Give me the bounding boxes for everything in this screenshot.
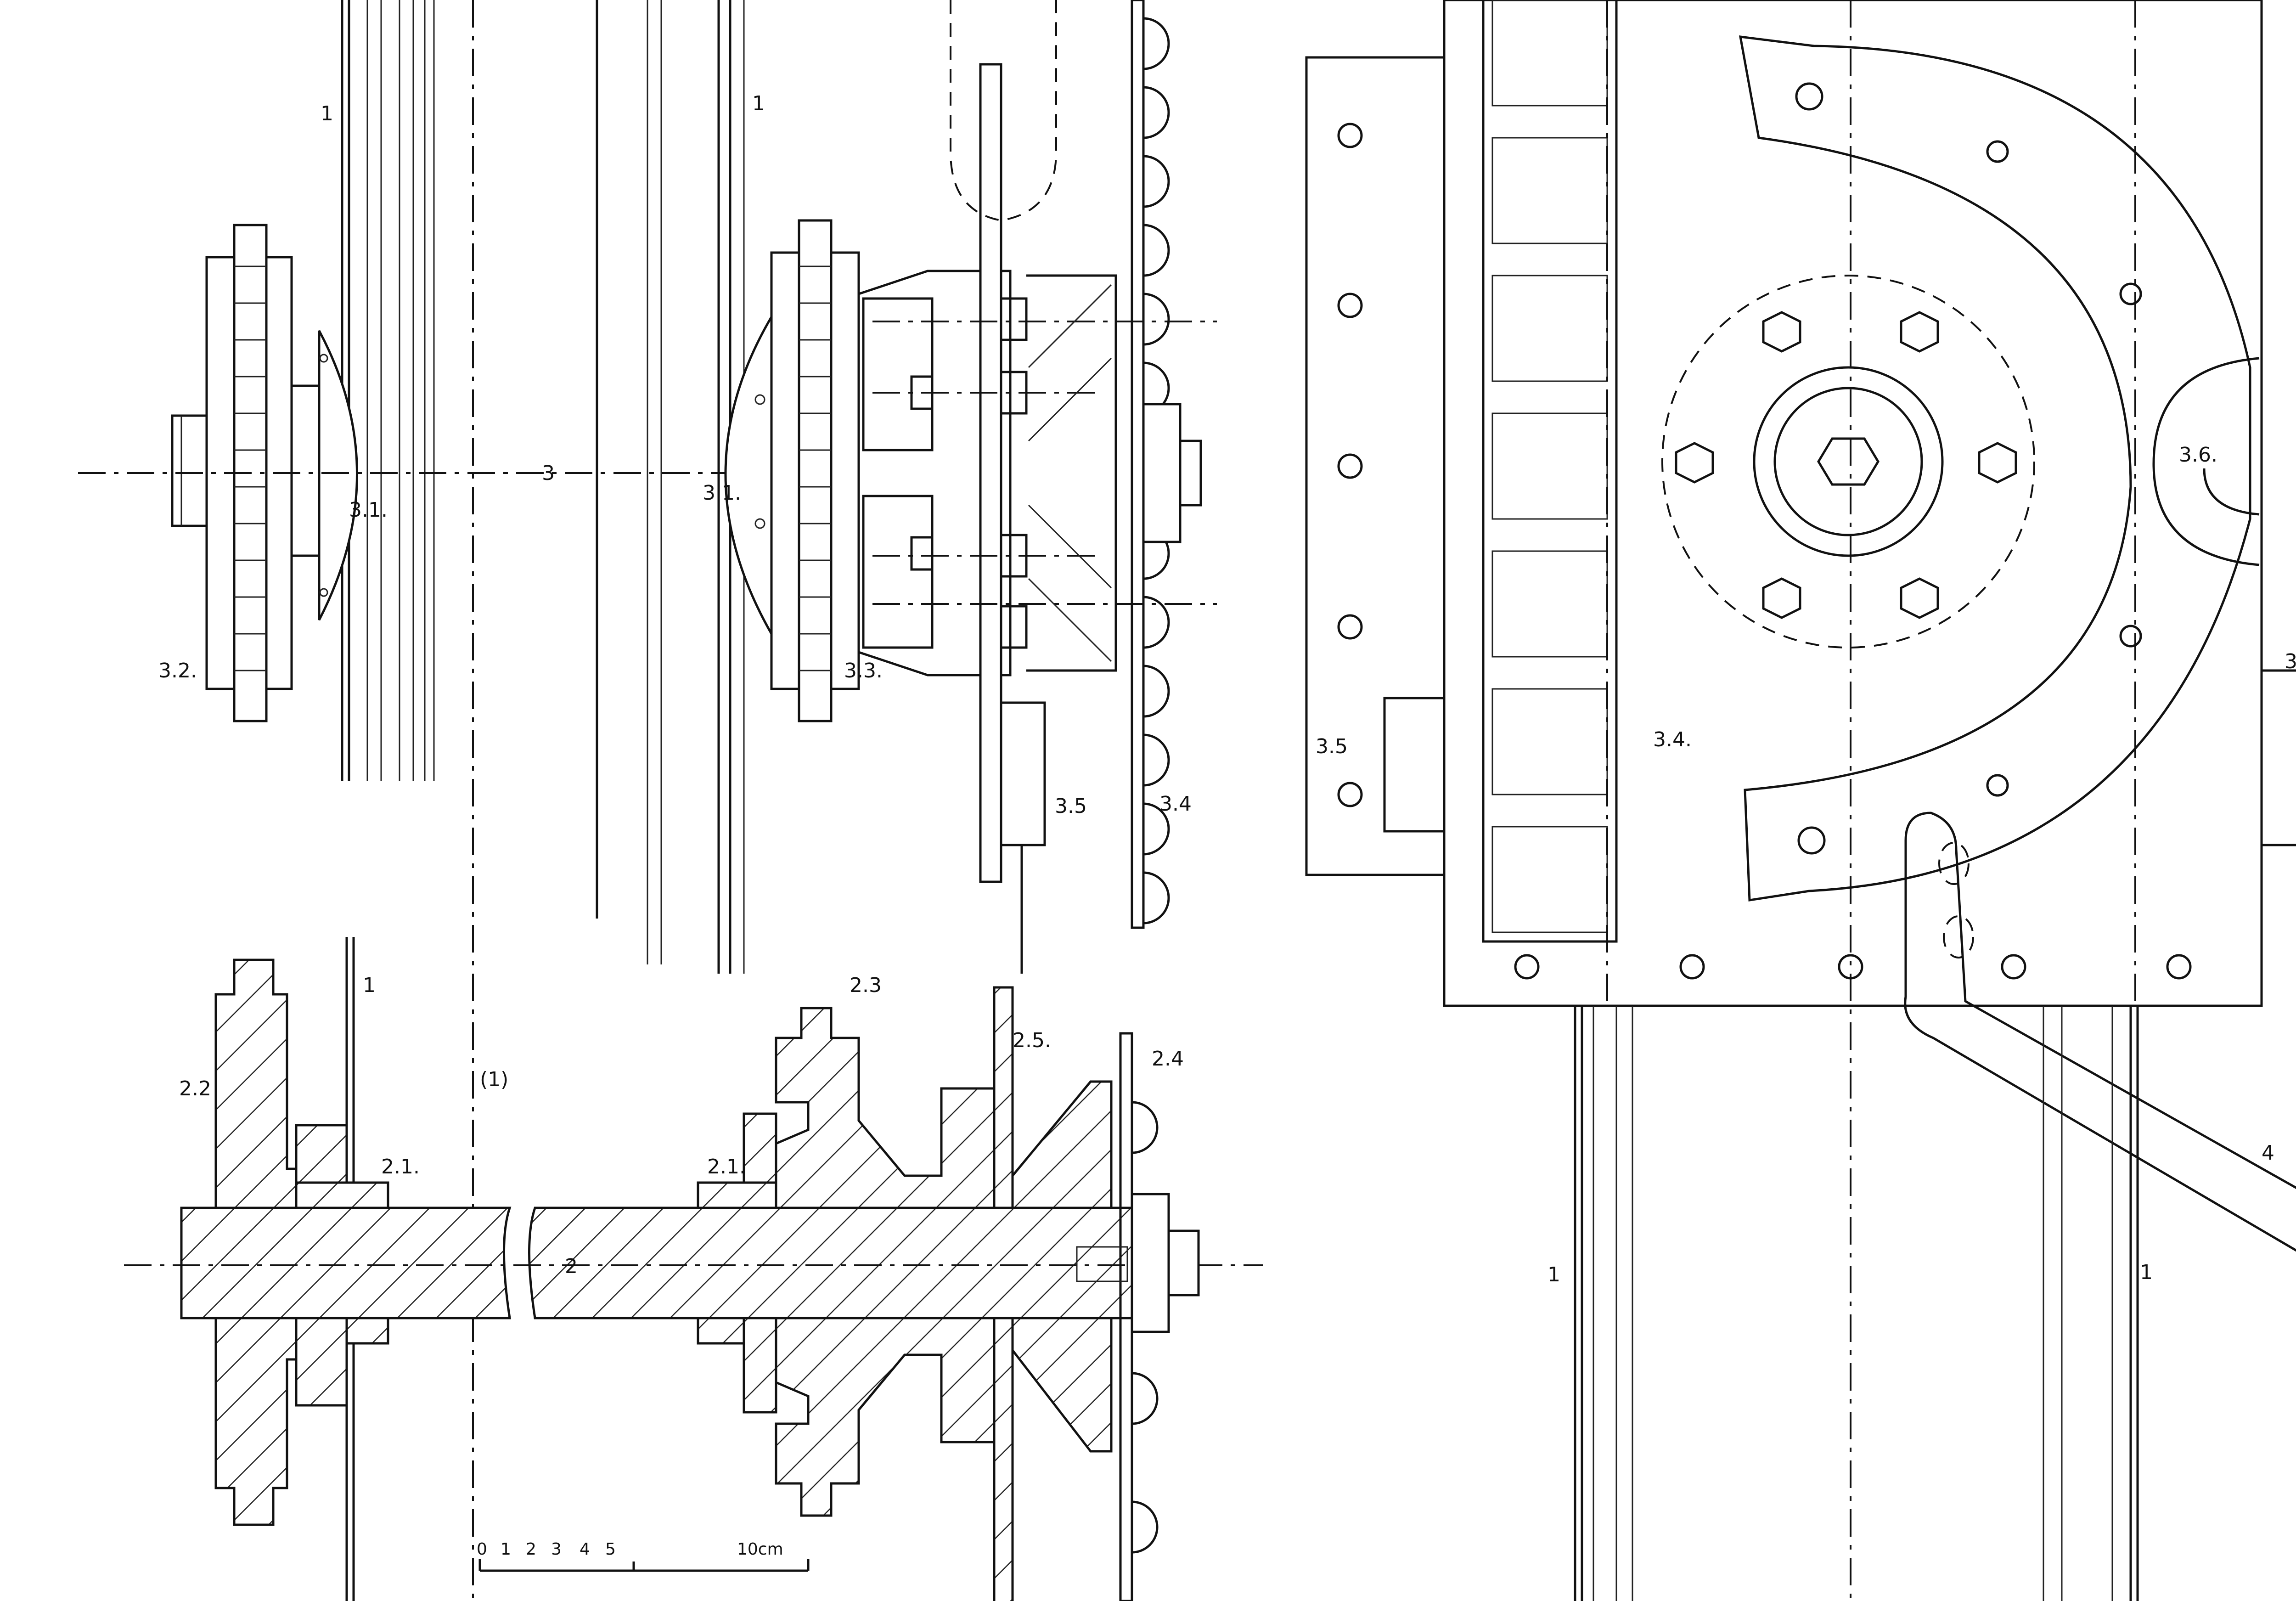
label-part-4: 4 [2262, 1141, 2274, 1165]
label-part-3-1-right: 3.1. [703, 481, 741, 505]
scale-tick-5: 5 [605, 1540, 616, 1559]
label-frame-bottom-left: 1 [363, 974, 376, 997]
scale-bar: 0 1 2 3 4 5 10cm [477, 1540, 783, 1559]
label-shaft-3: 3 [542, 462, 555, 485]
label-part-3-1-left: 3.1. [349, 498, 388, 522]
scale-tick-4: 4 [580, 1540, 590, 1559]
label-part-3-5-mid: 3.5 [1055, 795, 1087, 818]
scale-end-label: 10cm [737, 1540, 783, 1559]
label-frame-bottom-right: 1 [2140, 1261, 2153, 1284]
label-part-3-2: 3.2. [158, 659, 197, 682]
upper-middle-assembly [596, 0, 1217, 974]
label-part-2-5: 2.5. [1013, 1029, 1051, 1052]
label-part-3-6: 3.6. [2179, 443, 2217, 467]
scale-tick-2: 2 [526, 1540, 536, 1559]
label-part-3-4-plan: 3.4. [1653, 728, 1692, 751]
label-frame-top-left: 1 [321, 102, 333, 125]
label-part-2-3: 2.3 [850, 974, 882, 997]
scale-tick-0: 0 [477, 1540, 487, 1559]
label-part-2-4: 2.4 [1152, 1047, 1184, 1071]
label-part-3-4-mid: 3.4 [1159, 792, 1192, 816]
scale-tick-1: 1 [501, 1540, 511, 1559]
label-frame-top-mid: 1 [752, 92, 765, 115]
scale-tick-3: 3 [551, 1540, 562, 1559]
label-view-marker: (1) [480, 1068, 508, 1091]
label-shaft-2: 2 [565, 1255, 578, 1278]
label-frame-bottom-mid: 1 [1548, 1263, 1560, 1286]
label-part-2-1-left: 2.1. [381, 1155, 420, 1178]
upper-left-gear-view [171, 0, 435, 781]
label-part-2-1-right: 2.1. [707, 1155, 746, 1178]
label-part-3-3: 3.3. [844, 659, 883, 682]
label-part-3-5-plan-left: 3.5 [1316, 735, 1348, 758]
label-part-2-2: 2.2 [179, 1077, 211, 1100]
label-part-3-5-plan-right: 3.5. [2285, 650, 2296, 673]
plan-view [1305, 0, 2296, 1601]
lower-section-view [124, 937, 1263, 1601]
